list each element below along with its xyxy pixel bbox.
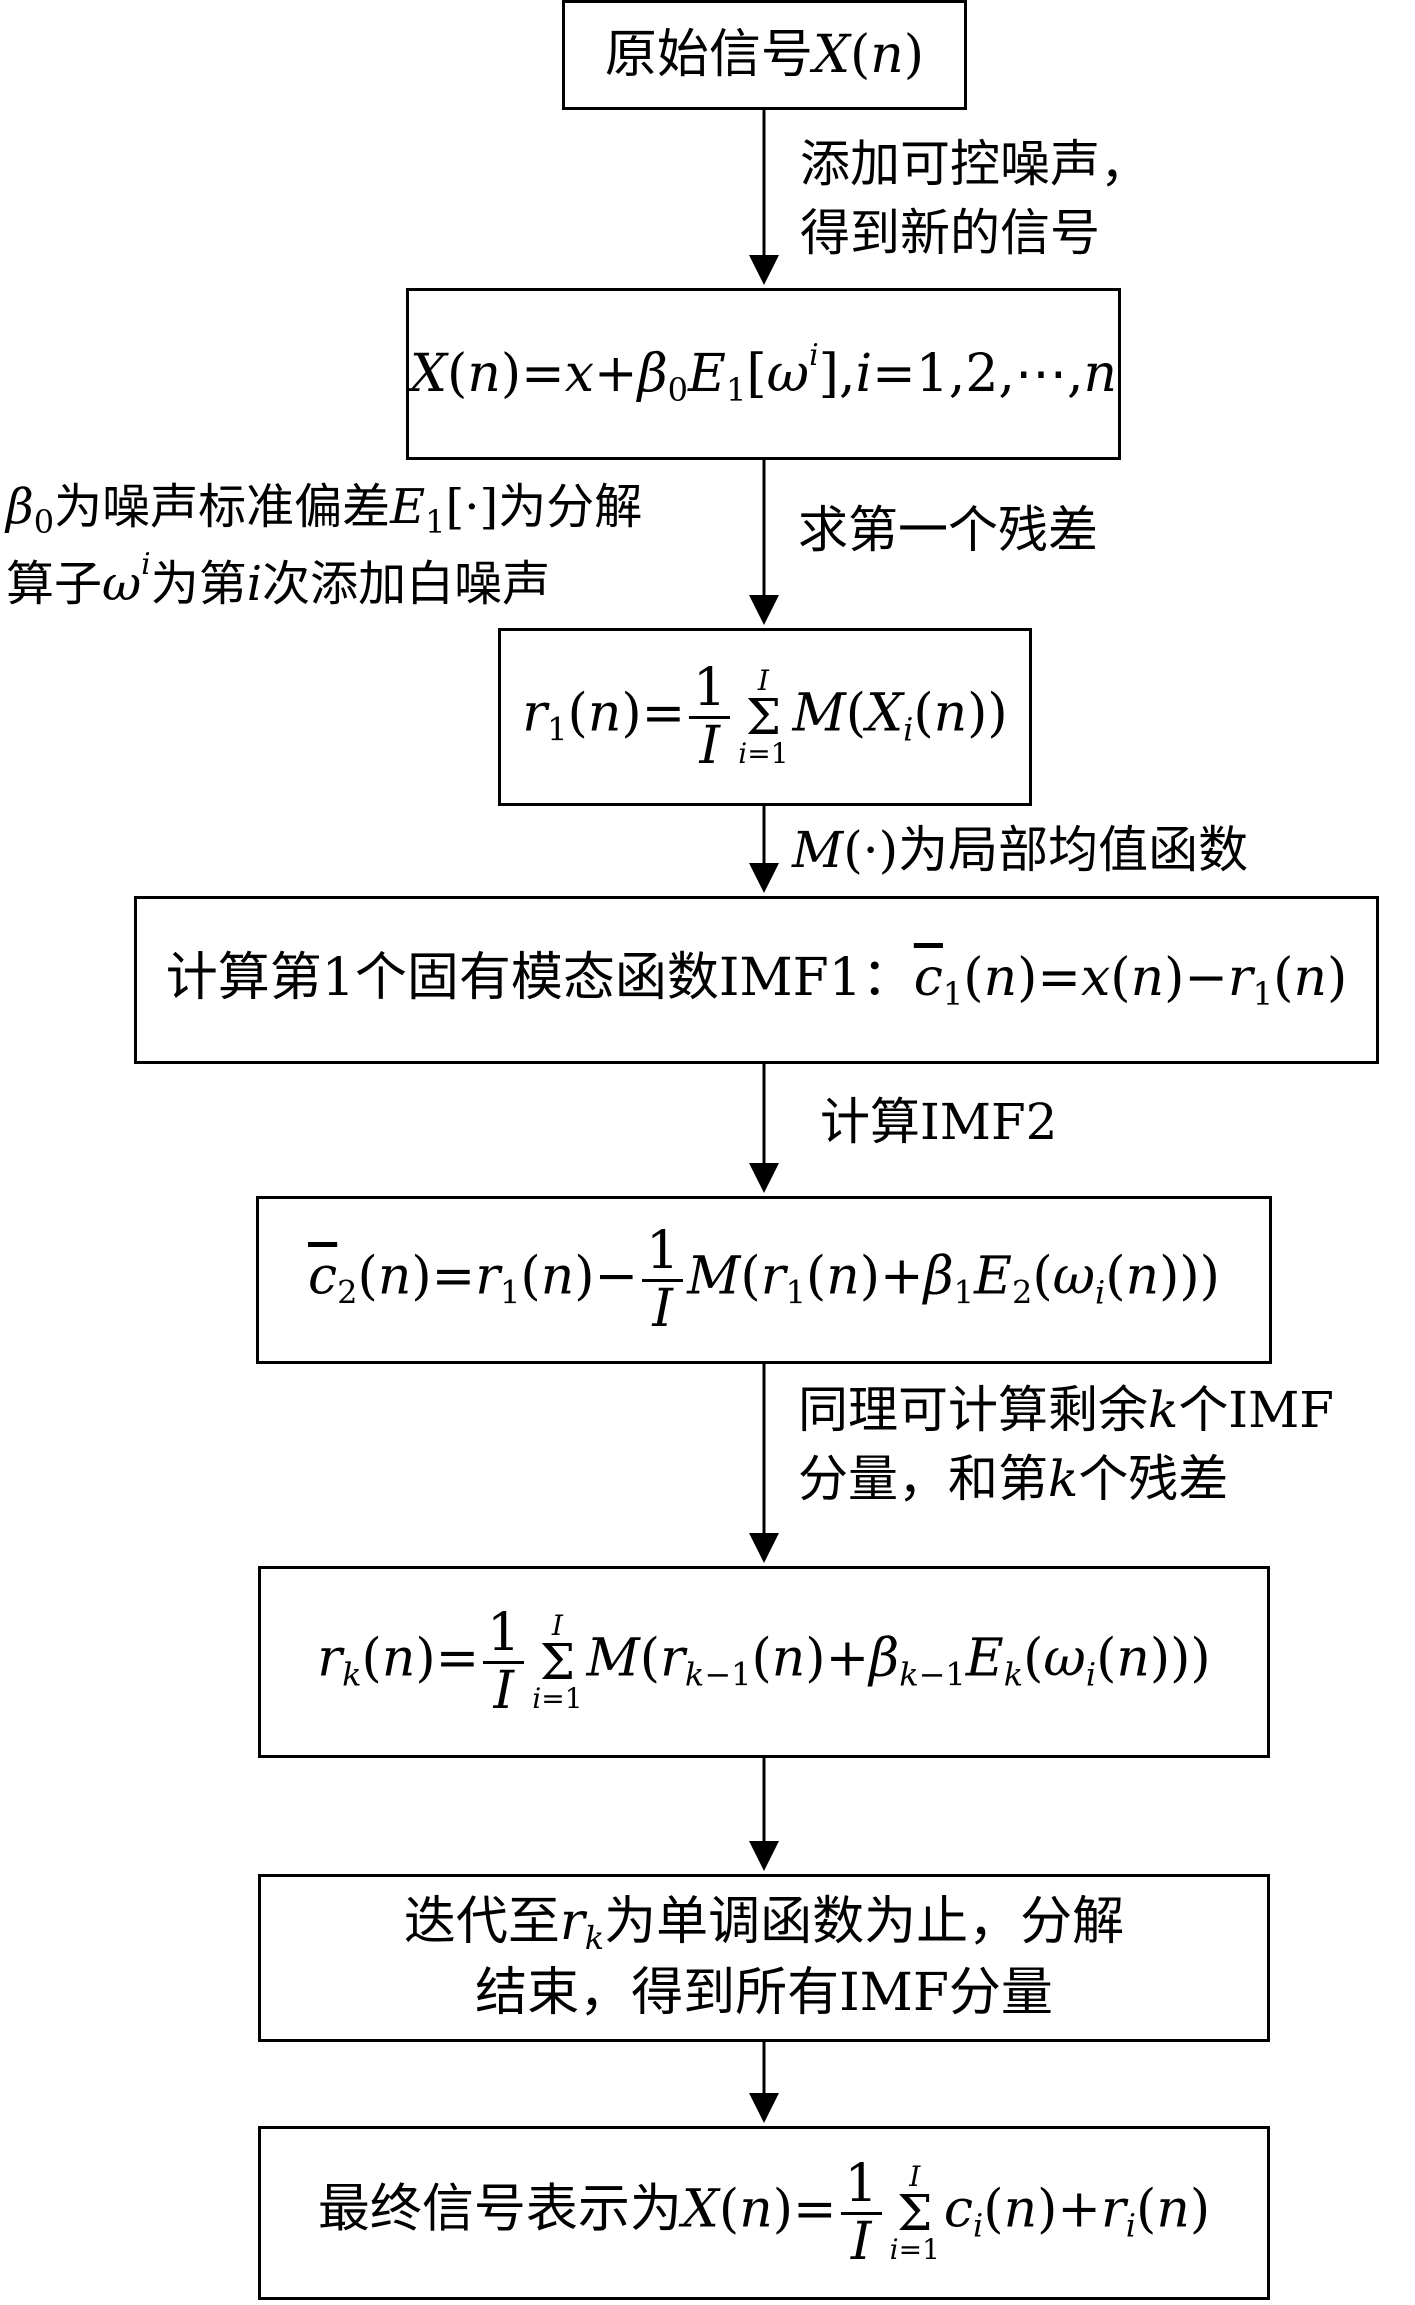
edge-label-add-noise: 添加可控噪声， 得到新的信号 [800, 135, 1150, 262]
side-note-symbols: β0为噪声标准偏差E1[·]为分解 算子ωi为第i次添加白噪声 [6, 479, 643, 613]
node-step3-imf1: 计算第1个固有模态函数IMF1：c1(n)=x(n)−r1(n) [134, 896, 1379, 1064]
edge-label-local-mean: M(·)为局部均值函数 [792, 821, 1249, 879]
node-step6-iterate: 迭代至rk为单调函数为止，分解 结束，得到所有IMF分量 [258, 1874, 1270, 2042]
node-step1-formula: X(n)=x+β0E1[ωi],i=1,2,⋯,n [406, 288, 1121, 460]
edge-label-remaining-imf: 同理可计算剩余k个IMF 分量，和第k个残差 [798, 1381, 1334, 1508]
edge-label-compute-imf2: 计算IMF2 [820, 1093, 1058, 1151]
node-start: 原始信号X(n) [562, 0, 967, 110]
node-start-label: 原始信号 [604, 24, 813, 85]
edge-label-first-residual: 求第一个残差 [798, 501, 1098, 559]
